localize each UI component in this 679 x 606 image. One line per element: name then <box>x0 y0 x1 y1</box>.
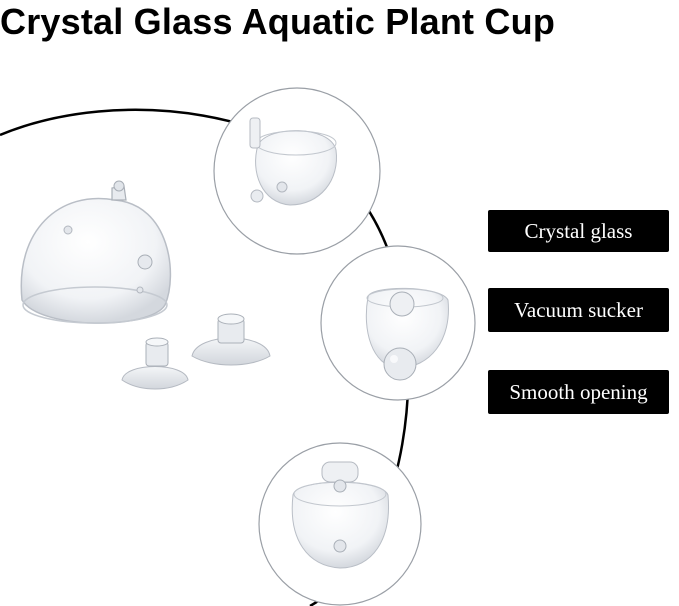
suction-cup-left <box>121 337 189 390</box>
feature-label-smooth-opening: Smooth opening <box>488 370 669 414</box>
detail-circle-bottom <box>258 442 422 606</box>
feature-label-crystal-glass: Crystal glass <box>488 210 669 252</box>
feature-label-vacuum-sucker: Vacuum sucker <box>488 288 669 332</box>
glass-cup-main <box>20 180 172 324</box>
suction-cup-right <box>191 313 271 366</box>
detail-circle-middle <box>320 245 476 401</box>
page-title: Crystal Glass Aquatic Plant Cup <box>0 1 556 42</box>
detail-circle-top <box>213 87 381 255</box>
